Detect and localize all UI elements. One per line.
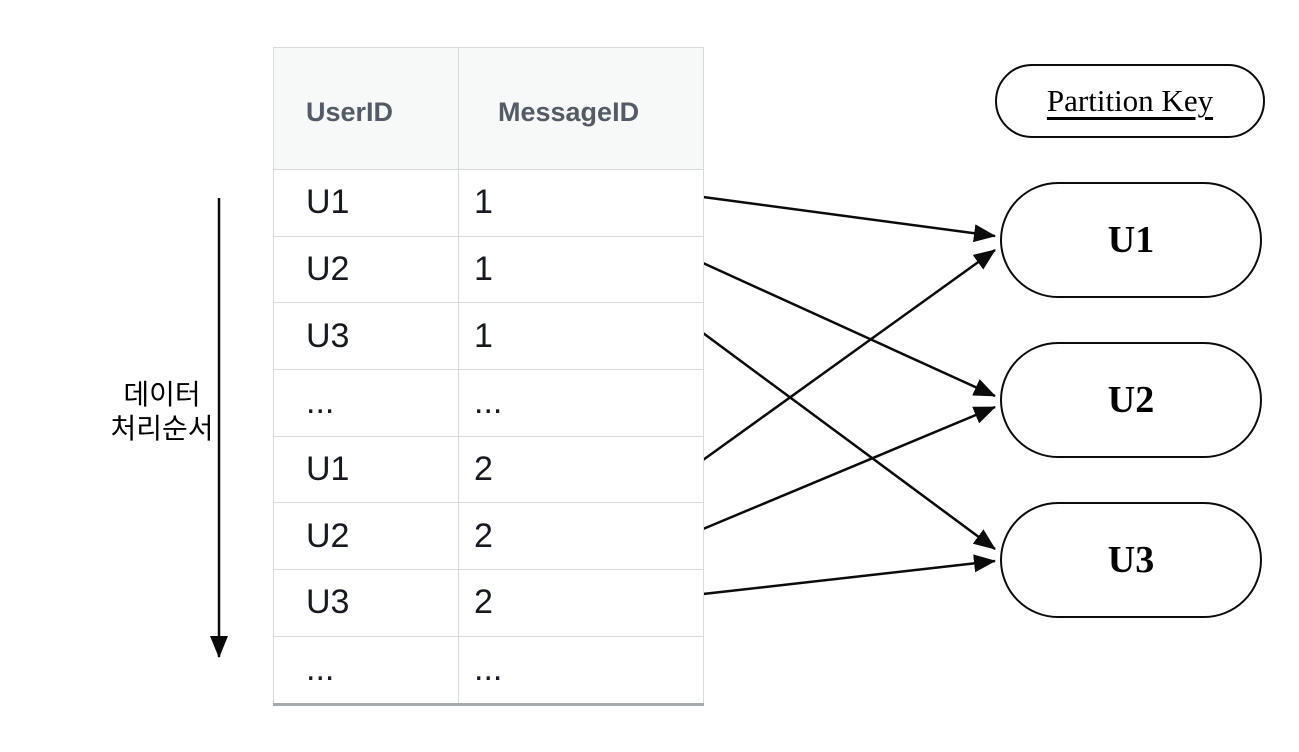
- processing-order-label-line1: 데이터: [123, 380, 201, 411]
- table-cell: U1: [273, 435, 459, 504]
- partition-node-u2: U2: [1000, 342, 1262, 458]
- table-row: ......: [273, 635, 704, 705]
- partition-key-title-oval: Partition Key: [995, 64, 1265, 138]
- table-cell: U1: [273, 169, 459, 237]
- partition-key-title: Partition Key: [1046, 83, 1214, 118]
- table-cell: 2: [458, 435, 704, 504]
- arrow-row-u2-1-to-u2: [702, 261, 996, 398]
- arrow-row-u1-1-to-u1: [702, 195, 996, 243]
- table-row: ......: [273, 369, 704, 437]
- header-row: UserID MessageID: [273, 47, 704, 170]
- header-cell-userid: UserID: [273, 47, 459, 170]
- table-cell: 1: [458, 235, 704, 304]
- table-cell: ...: [273, 369, 459, 437]
- partition-node-u3-label: U3: [1107, 539, 1155, 581]
- arrow-row-u3-2-to-u3: [702, 554, 996, 596]
- table-cell: ...: [458, 635, 704, 705]
- arrow-row-u3-1-to-u3: [702, 331, 996, 551]
- table-cell: 1: [458, 302, 704, 371]
- records-table-header: UserID MessageID: [273, 47, 704, 170]
- table-cell: U2: [273, 235, 459, 304]
- table-cell: 2: [458, 502, 704, 571]
- partition-node-u1-label: U1: [1107, 219, 1155, 261]
- arrow-row-u1-2-to-u1: [702, 248, 996, 462]
- arrow-row-u2-2-to-u2: [702, 405, 996, 531]
- processing-order-label: 데이터 처리순서: [66, 379, 258, 447]
- header-cell-messageid: MessageID: [458, 47, 704, 170]
- partition-node-u3: U3: [1000, 502, 1262, 618]
- table-cell: U3: [273, 569, 459, 637]
- partition-node-u2-label: U2: [1107, 379, 1155, 421]
- table-cell: ...: [273, 635, 459, 705]
- partition-node-u1: U1: [1000, 182, 1262, 298]
- processing-order-label-line2: 처리순서: [110, 414, 214, 445]
- table-cell: U2: [273, 502, 459, 571]
- table-cell: U3: [273, 302, 459, 371]
- table-cell: ...: [458, 369, 704, 437]
- table-cell: 2: [458, 569, 704, 637]
- table-cell: 1: [458, 169, 704, 237]
